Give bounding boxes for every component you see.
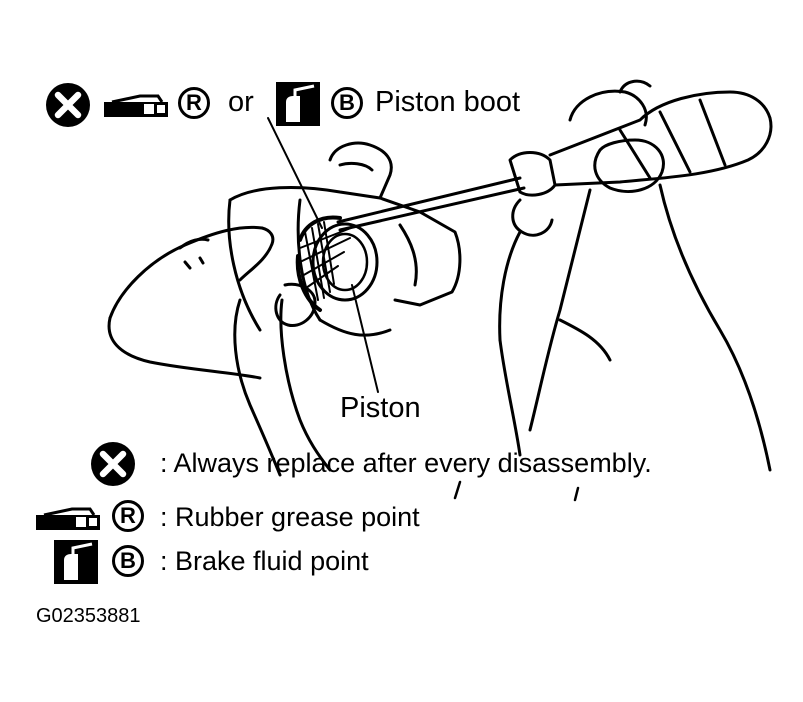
- legend-grease-letter-badge: R: [112, 500, 144, 532]
- rubber-grease-icon: [104, 94, 168, 117]
- legend-fluid-letter: B: [120, 548, 136, 573]
- stray-marks: [453, 480, 580, 502]
- grease-letter: R: [186, 90, 202, 115]
- screwdriver-drawing: [336, 90, 773, 232]
- figure-id: G02353881: [36, 605, 141, 627]
- legend-grease-letter: R: [120, 503, 136, 528]
- legend-grease-text: : Rubber grease point: [160, 502, 420, 532]
- heading-or-text: or: [228, 86, 254, 118]
- fluid-letter-badge: B: [331, 87, 363, 119]
- legend-brake-fluid-icon: [54, 540, 98, 584]
- left-hand-drawing: [107, 225, 332, 477]
- brake-fluid-icon: [276, 82, 320, 126]
- legend-fluid-letter-badge: B: [112, 545, 144, 577]
- piston-boot-label: Piston boot: [375, 86, 521, 118]
- piston-drawing: [295, 215, 379, 312]
- fluid-letter: B: [339, 90, 355, 115]
- right-hand-drawing: [498, 79, 772, 472]
- replace-x-icon: [46, 83, 90, 127]
- grease-letter-badge: R: [178, 87, 210, 119]
- leader-lines: [267, 117, 379, 393]
- legend-replace-text: : Always replace after every disassembly…: [160, 448, 652, 478]
- legend-replace-x-icon: [91, 442, 135, 486]
- legend-rubber-grease-icon: [36, 507, 100, 530]
- legend-fluid-text: : Brake fluid point: [160, 546, 369, 576]
- piston-label: Piston: [340, 392, 421, 424]
- caliper-body-drawing: [227, 141, 462, 337]
